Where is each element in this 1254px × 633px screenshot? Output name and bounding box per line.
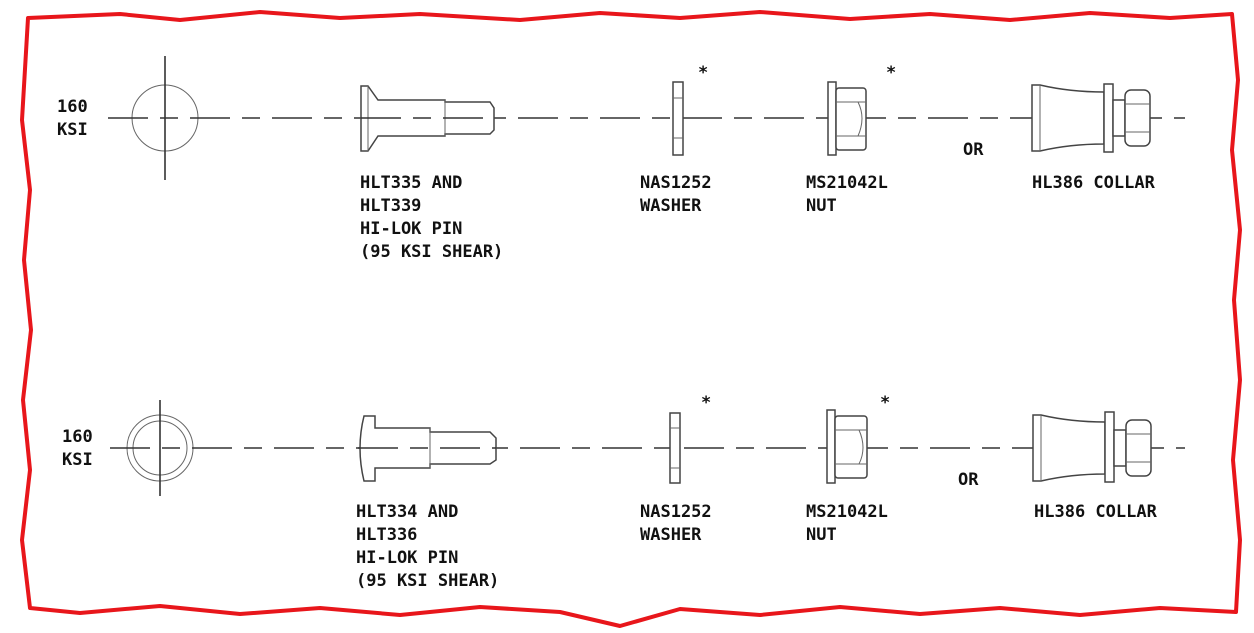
nut-note: * [880,393,890,413]
nut-icon [827,81,867,156]
collar-icon [1032,411,1152,483]
washer-icon [669,412,681,484]
collar-label: HL386 COLLAR [1032,173,1156,193]
pin-label-1: HLT334 AND [356,502,458,522]
pin-label-4: (95 KSI SHEAR) [356,571,499,591]
ksi-value: 160 [62,427,93,447]
ksi-unit: KSI [57,120,88,140]
ksi-value: 160 [57,97,88,117]
hi-lok-pin-icon [360,85,495,152]
nut-label-1: MS21042L [806,173,888,193]
collar-label: HL386 COLLAR [1034,502,1158,522]
nut-label-2: NUT [806,525,837,545]
pin-label-1: HLT335 AND [360,173,462,193]
nut-icon [826,409,868,484]
washer-note: * [701,393,711,413]
pin-label-2: HLT339 [360,196,421,216]
nut-label-1: MS21042L [806,502,888,522]
pin-label-2: HLT336 [356,525,417,545]
washer-label-1: NAS1252 [640,502,712,522]
fastener-row-1: 160 KSI HLT335 AND HLT339 HI-LOK PIN (95… [57,56,1185,262]
pin-label-3: HI-LOK PIN [356,548,458,568]
washer-icon [672,81,684,156]
washer-label-2: WASHER [640,525,702,545]
hi-lok-pin-icon [358,415,497,482]
washer-label-2: WASHER [640,196,702,216]
nut-label-2: NUT [806,196,837,216]
ksi-unit: KSI [62,450,93,470]
or-label: OR [958,470,979,490]
washer-label-1: NAS1252 [640,173,712,193]
pin-label-3: HI-LOK PIN [360,219,462,239]
or-label: OR [963,140,984,160]
washer-note: * [698,63,708,83]
fastener-row-2: 160 KSI HLT334 AND HLT336 HI-LOK PIN (95… [62,393,1185,591]
nut-note: * [886,63,896,83]
pin-label-4: (95 KSI SHEAR) [360,242,503,262]
collar-icon [1031,83,1151,153]
red-border [20,10,1242,628]
